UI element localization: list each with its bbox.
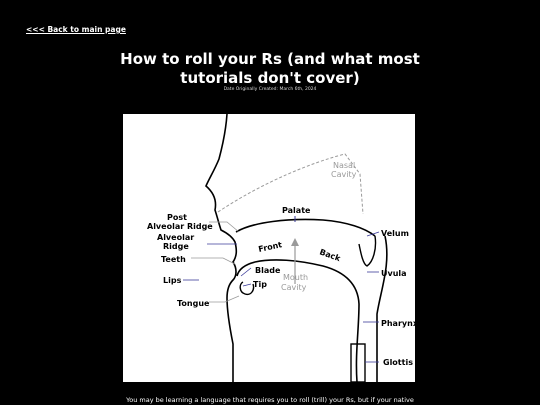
blade-pointer <box>240 267 252 277</box>
alveolar-label-1: Alveolar <box>157 233 194 242</box>
tip-label: Tip <box>253 280 267 289</box>
nasal-label-1: Nasal <box>333 161 355 170</box>
airflow-arrowhead <box>291 238 299 246</box>
date-created: Date Originally Created: March 6th, 2024 <box>223 87 317 92</box>
blade-label: Blade <box>255 266 281 275</box>
palate-label: Palate <box>282 206 311 215</box>
back-to-main-link[interactable]: <<< Back to main page <box>26 25 126 34</box>
nasal-cavity-outline <box>217 153 364 215</box>
vocal-tract-svg: Nasal Cavity Palate Post Alveolar Ridge … <box>147 114 415 382</box>
lips-label: Lips <box>163 276 182 285</box>
post-alveolar-label-2: Alveolar Ridge <box>147 222 213 231</box>
velum-outline <box>358 235 377 267</box>
uvula-label: Uvula <box>381 269 407 278</box>
velum-pointer <box>366 231 380 237</box>
tongue-pointer <box>209 295 240 303</box>
teeth-pointer <box>191 257 236 265</box>
pharynx-label: Pharynx <box>381 319 415 328</box>
velum-label: Velum <box>381 229 409 238</box>
teeth-label: Teeth <box>161 255 186 264</box>
glottis-tube <box>350 343 366 382</box>
intro-paragraph: You may be learning a language that requ… <box>126 396 414 404</box>
alveolar-label-2: Ridge <box>163 242 189 251</box>
front-label: Front <box>258 240 283 254</box>
post-alveolar-label-1: Post <box>167 213 187 222</box>
back-label: Back <box>318 247 342 263</box>
mouth-label-1: Mouth <box>283 273 308 282</box>
tongue-label: Tongue <box>177 299 210 308</box>
mouth-label-2: Cavity <box>281 283 307 292</box>
pharynx-wall <box>376 235 388 382</box>
tip-pointer <box>242 283 252 287</box>
glottis-label: Glottis <box>383 358 413 367</box>
tongue-tip <box>239 281 255 296</box>
nasal-label-2: Cavity <box>331 170 357 179</box>
tongue-outline <box>236 259 360 382</box>
vocal-tract-diagram: Nasal Cavity Palate Post Alveolar Ridge … <box>123 114 415 382</box>
page-title: How to roll your Rs (and what most tutor… <box>120 50 420 87</box>
face-profile <box>205 114 238 382</box>
post-alveolar-pointer <box>209 221 240 233</box>
palate-outline <box>235 218 376 237</box>
